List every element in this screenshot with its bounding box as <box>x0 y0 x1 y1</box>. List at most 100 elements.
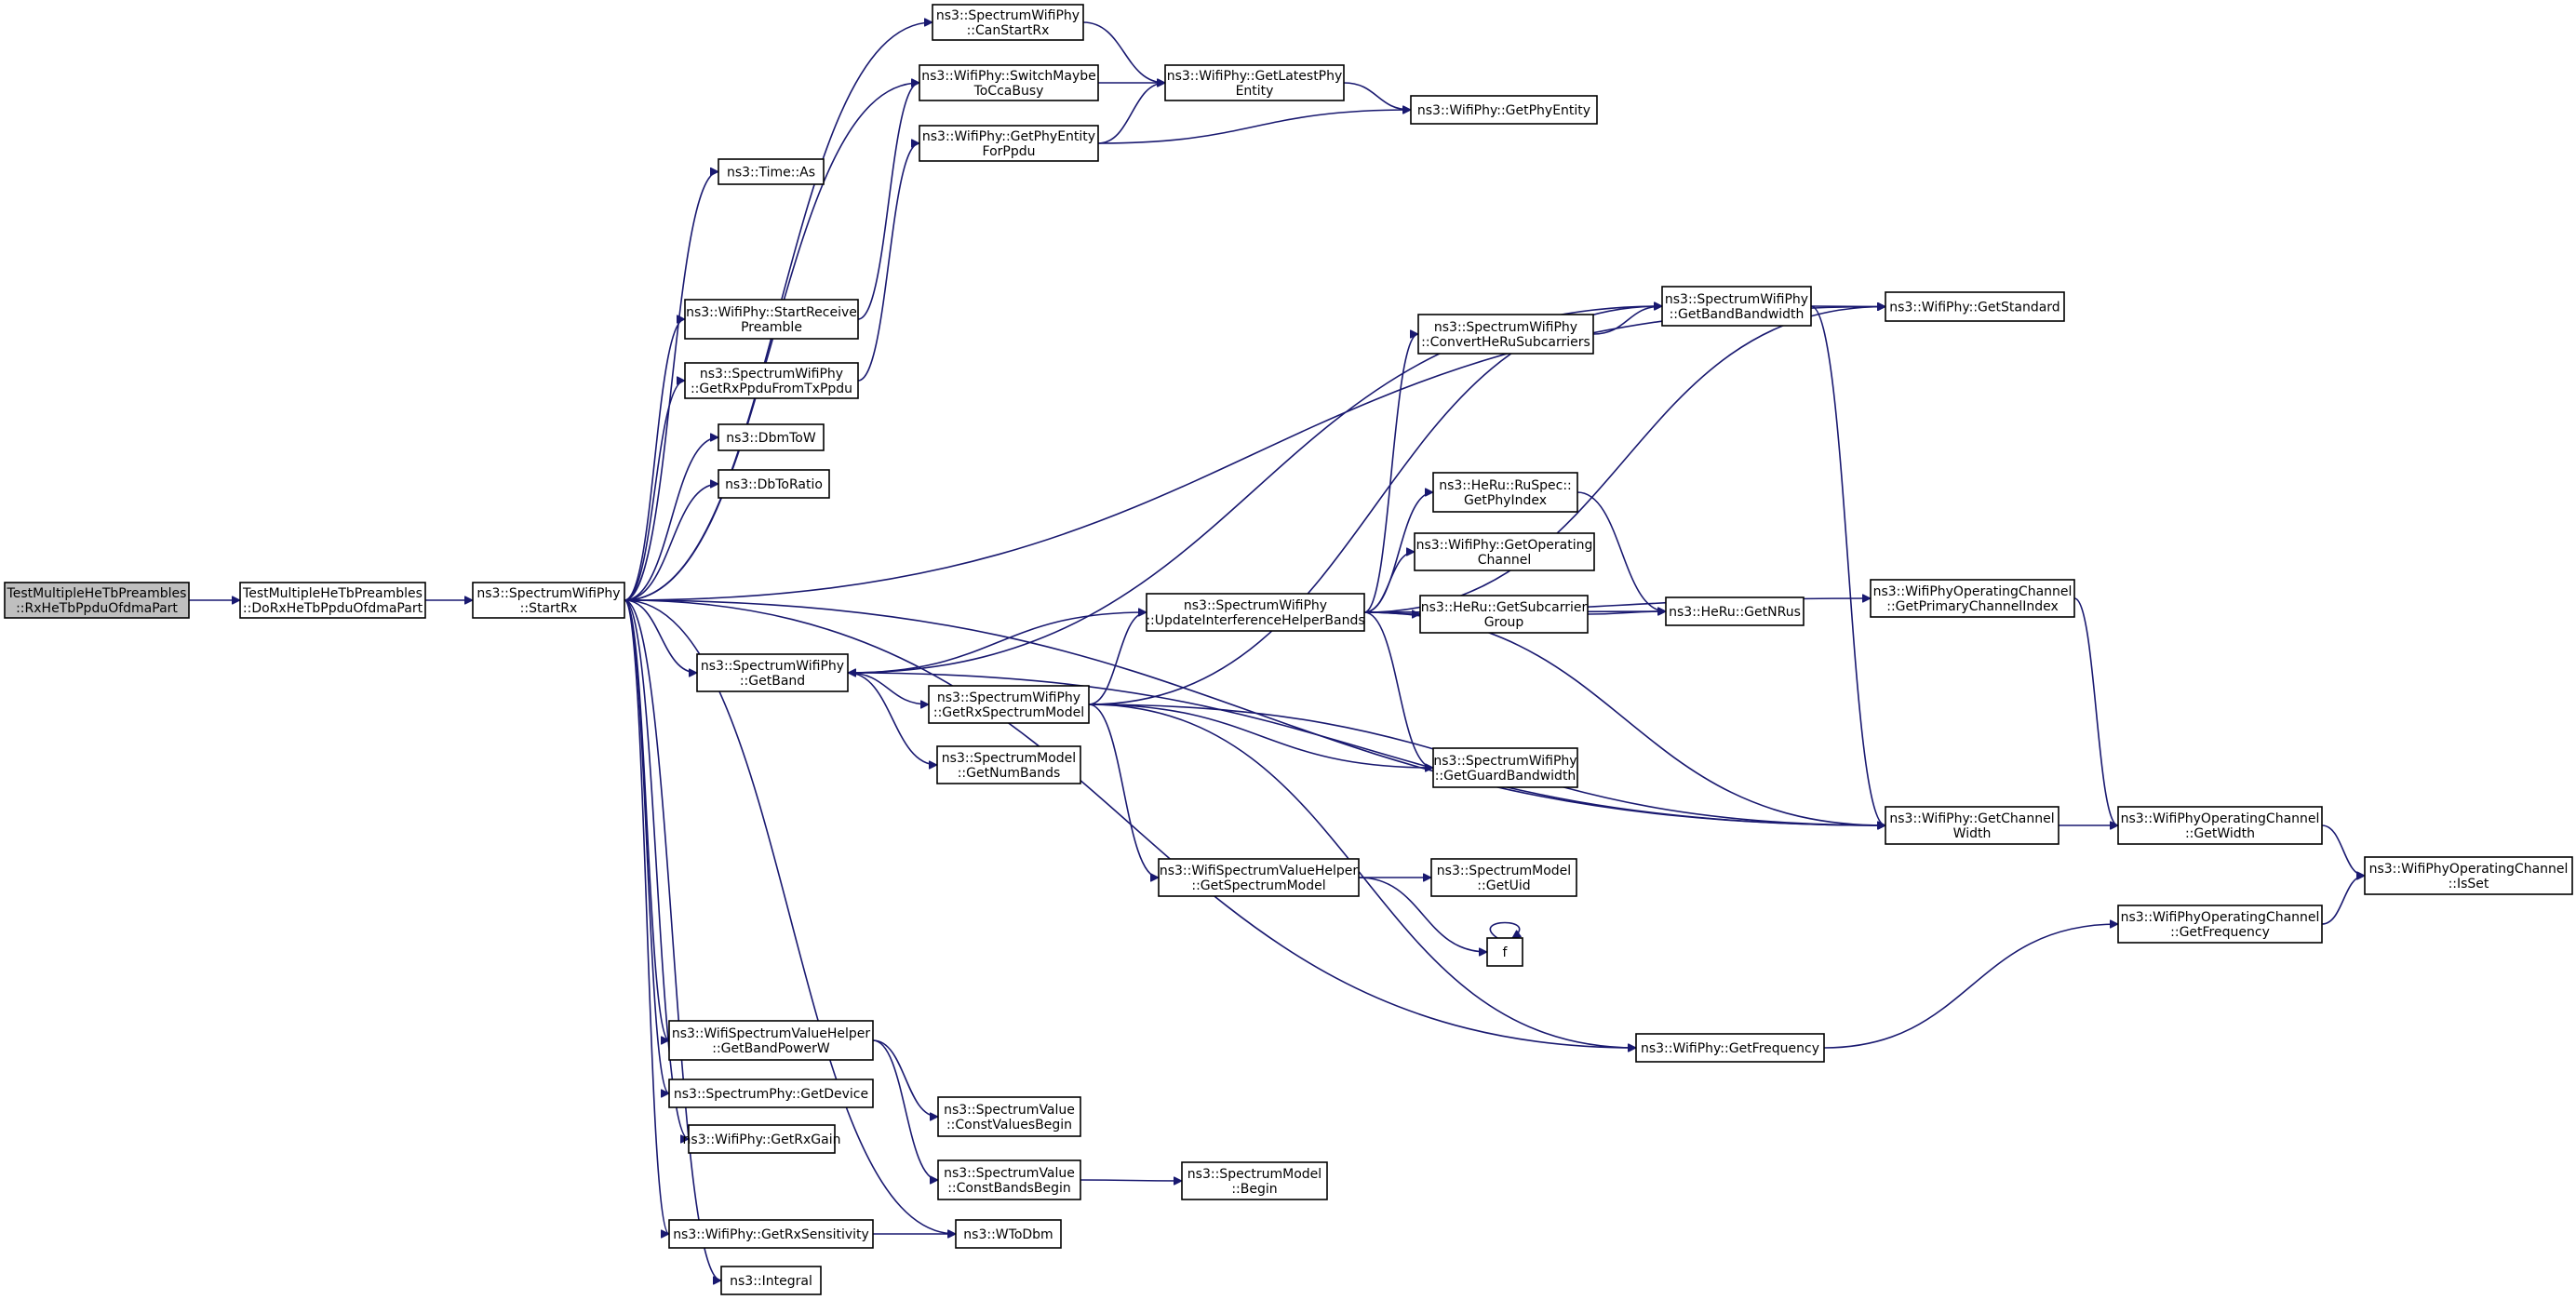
node-label-line: ns3::SpectrumWifiPhy <box>937 690 1080 705</box>
node-label-line: ns3::SpectrumWifiPhy <box>700 367 843 382</box>
node-const-bands-begin[interactable]: ns3::SpectrumValue::ConstBandsBegin <box>937 1159 1081 1200</box>
node-box <box>1486 937 1523 967</box>
node-label-line: ns3::WifiPhyOperatingChannel <box>1873 584 2073 599</box>
node-label-line: ns3::Integral <box>730 1274 812 1289</box>
node-get-rx-sensitivity[interactable]: ns3::WifiPhy::GetRxSensitivity <box>668 1219 874 1249</box>
node-label-line: ns3::DbmToW <box>726 431 816 446</box>
node-label-line: Group <box>1484 615 1524 630</box>
node-label-line: ::GetFrequency <box>2170 925 2270 940</box>
edge-get-rx-spectrum-model-to-get-spectrum-model <box>1088 704 1160 878</box>
node-start-rx[interactable]: ns3::SpectrumWifiPhy::StartRx <box>472 582 625 619</box>
node-box <box>2364 856 2573 895</box>
node-dbm-to-w[interactable]: ns3::DbmToW <box>718 423 825 451</box>
node-get-nrus[interactable]: ns3::HeRu::GetNRus <box>1665 596 1805 626</box>
edge-update-interference-to-get-guard-bandwidth <box>1363 611 1434 768</box>
node-label-line: ::ConstBandsBegin <box>947 1181 1071 1196</box>
edge-start-rx-to-get-band <box>624 599 698 673</box>
node-integral[interactable]: ns3::Integral <box>720 1266 822 1295</box>
edge-get-band-bandwidth-to-get-channel-width <box>1810 305 1886 825</box>
node-label-line: ns3::SpectrumValue <box>944 1103 1075 1118</box>
edge-start-rx-to-time-as <box>624 172 719 601</box>
node-w-to-dbm[interactable]: ns3::WToDbm <box>955 1219 1062 1249</box>
node-get-standard[interactable]: ns3::WifiPhy::GetStandard <box>1885 291 2065 322</box>
node-f[interactable]: f <box>1486 937 1523 967</box>
edge-get-rx-spectrum-model-to-get-guard-bandwidth <box>1088 704 1433 768</box>
node-box <box>955 1219 1062 1249</box>
edge-get-rx-spectrum-model-to-get-frequency <box>1088 704 1636 1048</box>
node-label-line: GetPhyIndex <box>1464 493 1547 508</box>
node-box <box>919 125 1099 162</box>
node-get-spectrum-model[interactable]: ns3::WifiSpectrumValueHelper::GetSpectru… <box>1158 858 1360 897</box>
edge-layer <box>189 21 2366 1280</box>
edge-start-rx-to-get-rx-ppdu-from-tx-ppdu <box>624 381 686 601</box>
node-get-uid[interactable]: ns3::SpectrumModel::GetUid <box>1430 858 1577 897</box>
edge-update-interference-to-get-band <box>848 611 1147 673</box>
node-time-as[interactable]: ns3::Time::As <box>718 158 825 185</box>
node-get-frequency[interactable]: ns3::WifiPhy::GetFrequency <box>1635 1033 1825 1063</box>
node-box <box>1885 806 2059 845</box>
node-const-values-begin[interactable]: ns3::SpectrumValue::ConstValuesBegin <box>937 1096 1081 1137</box>
node-label-line: ns3::SpectrumWifiPhy <box>1433 754 1576 769</box>
node-label-line: ns3::WifiSpectrumValueHelper <box>1160 864 1359 878</box>
node-box <box>688 1124 836 1154</box>
node-label-line: ::IsSet <box>2449 877 2489 891</box>
node-label-line: ns3::SpectrumWifiPhy <box>476 586 620 601</box>
node-label-line: ns3::SpectrumWifiPhy <box>1434 320 1577 335</box>
node-get-primary-channel-index[interactable]: ns3::WifiPhyOperatingChannel::GetPrimary… <box>1870 579 2075 618</box>
node-label-line: Entity <box>1236 84 1274 99</box>
node-box <box>1417 314 1594 355</box>
node-op-chan-get-frequency[interactable]: ns3::WifiPhyOperatingChannel::GetFrequen… <box>2117 905 2323 944</box>
node-root[interactable]: TestMultipleHeTbPreambles::RxHeTbPpduOfd… <box>4 582 190 619</box>
node-box <box>1885 291 2065 322</box>
node-box <box>1432 472 1578 513</box>
node-get-rx-ppdu-from-tx-ppdu[interactable]: ns3::SpectrumWifiPhy::GetRxPpduFromTxPpd… <box>684 362 859 399</box>
node-sm-begin[interactable]: ns3::SpectrumModel::Begin <box>1181 1161 1328 1200</box>
node-get-rx-spectrum-model[interactable]: ns3::SpectrumWifiPhy::GetRxSpectrumModel <box>928 685 1090 724</box>
edge-get-band-to-get-num-bands <box>847 672 937 765</box>
edge-start-rx-to-switch-maybe <box>624 83 919 601</box>
node-get-rx-gain[interactable]: ns3::WifiPhy::GetRxGain <box>683 1124 841 1154</box>
node-get-band-bandwidth[interactable]: ns3::SpectrumWifiPhy::GetBandBandwidth <box>1661 286 1812 327</box>
node-label-line: ::GetRxSpectrumModel <box>933 705 1084 720</box>
node-convert-he-ru[interactable]: ns3::SpectrumWifiPhy::ConvertHeRuSubcarr… <box>1417 314 1594 355</box>
node-get-guard-bandwidth[interactable]: ns3::SpectrumWifiPhy::GetGuardBandwidth <box>1432 747 1578 788</box>
node-do-rx[interactable]: TestMultipleHeTbPreambles::DoRxHeTbPpduO… <box>239 582 426 619</box>
edge-get-rx-ppdu-from-tx-ppdu-to-get-phy-entity-for-ppdu <box>857 143 920 382</box>
node-label-line: TestMultipleHeTbPreambles <box>7 586 187 601</box>
node-label-line: ForPpdu <box>983 144 1036 159</box>
node-label-line: Width <box>1953 826 1992 841</box>
edge-start-rx-to-get-band-power-w <box>624 599 670 1040</box>
node-is-set[interactable]: ns3::WifiPhyOperatingChannel::IsSet <box>2364 856 2573 895</box>
node-box <box>1430 858 1577 897</box>
node-box <box>1635 1033 1825 1063</box>
node-get-band[interactable]: ns3::SpectrumWifiPhy::GetBand <box>696 653 849 692</box>
node-update-interference[interactable]: ns3::SpectrumWifiPhy::UpdateInterference… <box>1146 593 1365 632</box>
node-op-chan-get-width[interactable]: ns3::WifiPhyOperatingChannel::GetWidth <box>2117 806 2323 845</box>
node-get-device[interactable]: ns3::SpectrumPhy::GetDevice <box>668 1079 874 1108</box>
node-box <box>1661 286 1812 327</box>
node-box <box>684 299 859 340</box>
node-get-phy-index[interactable]: ns3::HeRu::RuSpec::GetPhyIndex <box>1432 472 1578 513</box>
edge-const-bands-begin-to-sm-begin <box>1080 1180 1182 1181</box>
node-db-to-ratio[interactable]: ns3::DbToRatio <box>718 469 830 499</box>
edge-get-phy-entity-for-ppdu-to-get-latest-phy-entity <box>1097 83 1166 144</box>
node-label-line: Channel <box>1478 553 1531 568</box>
edge-start-rx-to-start-receive-preamble <box>624 319 686 601</box>
node-get-band-power-w[interactable]: ns3::WifiSpectrumValueHelper::GetBandPow… <box>668 1020 874 1061</box>
node-label-line: ns3::WToDbm <box>963 1227 1053 1242</box>
edge-start-rx-to-dbm-to-w <box>624 437 718 601</box>
edge-can-start-rx-to-get-latest-phy-entity <box>1082 21 1165 83</box>
node-get-num-bands[interactable]: ns3::SpectrumModel::GetNumBands <box>936 745 1081 784</box>
node-get-phy-entity[interactable]: ns3::WifiPhy::GetPhyEntity <box>1410 95 1598 125</box>
edge-update-interference-to-get-channel-width <box>1363 611 1885 825</box>
node-label-line: ns3::WifiSpectrumValueHelper <box>672 1026 871 1041</box>
node-can-start-rx[interactable]: ns3::SpectrumWifiPhy::CanStartRx <box>932 4 1084 41</box>
